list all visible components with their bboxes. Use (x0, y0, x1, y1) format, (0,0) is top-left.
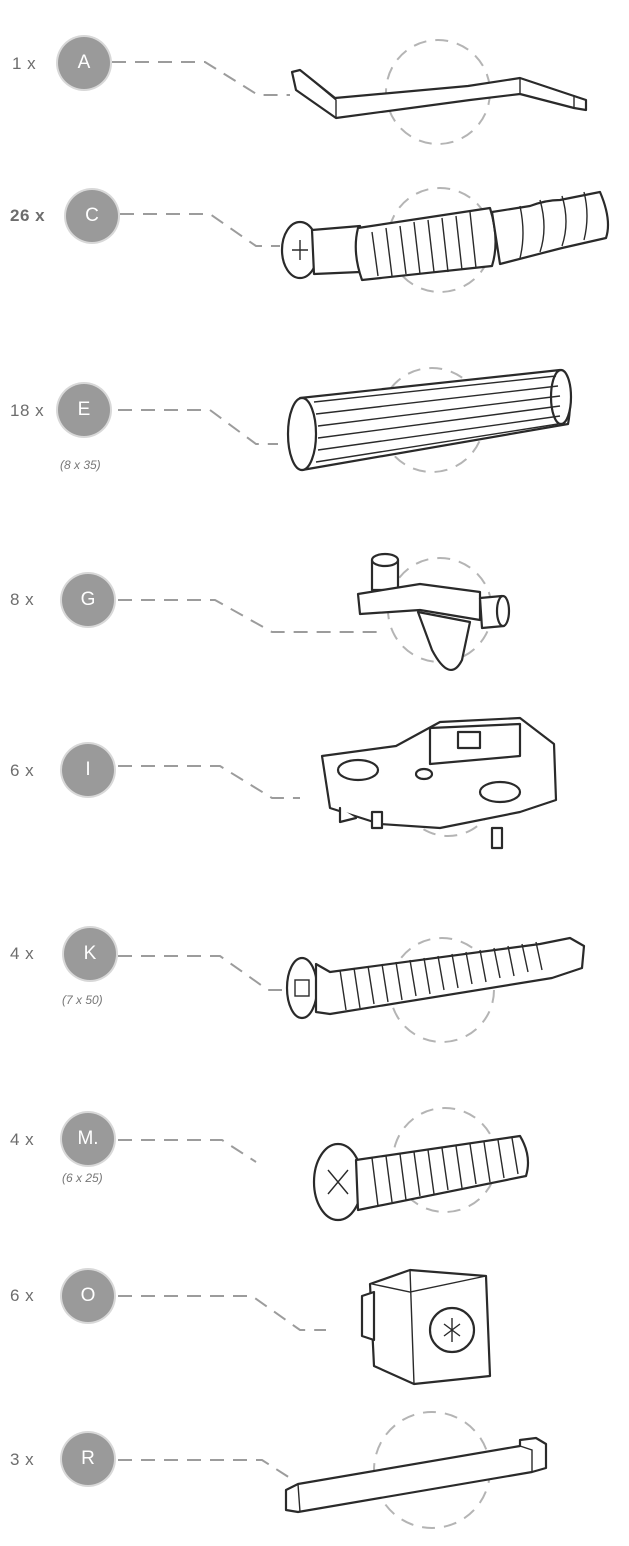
quantity-label: 26 x (10, 206, 46, 225)
dimension-label: (6 x 25) (62, 1171, 103, 1185)
machine-screw-icon (118, 1107, 530, 1222)
part-letter: M. (77, 1128, 99, 1149)
part-letter: A (77, 52, 91, 73)
part-letter-badge: C (66, 190, 118, 242)
quantity-label: 4 x (10, 1130, 35, 1149)
part-letter-badge: O (62, 1270, 114, 1322)
dimension-label: (7 x 50) (62, 993, 103, 1007)
part-letter: R (81, 1448, 95, 1469)
hex-key-icon (112, 39, 588, 145)
part-letter-badge: M. (62, 1113, 114, 1165)
part-letter: K (83, 943, 97, 964)
quantity-label: 3 x (10, 1450, 35, 1469)
wood-dowel-icon (118, 367, 573, 473)
shelf-support-pin-icon (118, 552, 511, 671)
quantity-label: 18 x (10, 401, 45, 420)
part-letter: E (77, 399, 91, 420)
part-letter-badge: A (58, 37, 110, 89)
part-letter-badge: R (62, 1433, 114, 1485)
hinge-mounting-plate-icon (118, 716, 558, 850)
part-letter: C (85, 205, 99, 226)
part-letter: G (80, 589, 96, 610)
quantity-label: 4 x (10, 944, 35, 963)
part-letter: O (80, 1285, 96, 1306)
quantity-label: 6 x (10, 1286, 35, 1305)
cam-bolt-icon (120, 187, 610, 293)
cabinet-connector-icon (118, 1268, 492, 1386)
part-letter-badge: E (58, 384, 110, 436)
part-letter-badge: G (62, 574, 114, 626)
part-letter-badge: K (64, 928, 116, 980)
part-letter-badge: I (62, 744, 114, 796)
quantity-label: 8 x (10, 590, 35, 609)
part-letter: I (85, 759, 91, 780)
plastic-bracket-icon (118, 1411, 548, 1529)
quantity-label: 1 x (12, 54, 37, 73)
dimension-label: (8 x 35) (60, 458, 101, 472)
euro-screw-icon (118, 936, 586, 1043)
quantity-label: 6 x (10, 761, 35, 780)
